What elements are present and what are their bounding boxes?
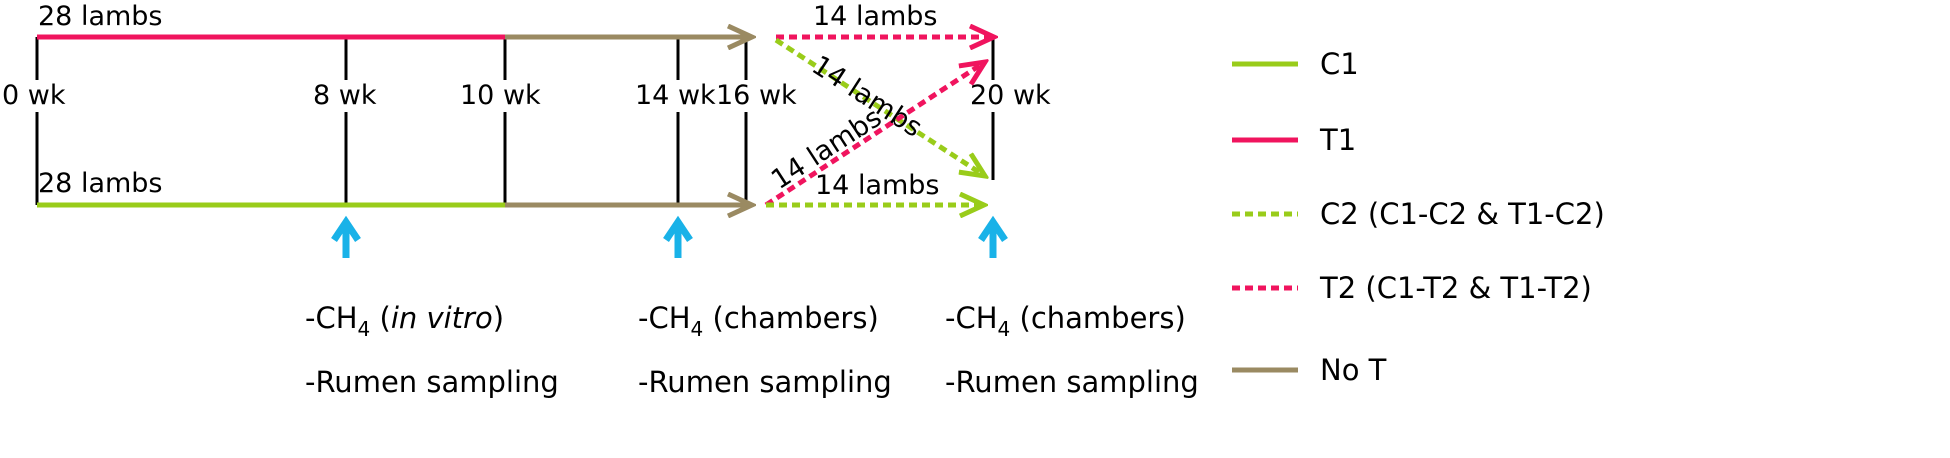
sampling-rumen-14wk: -Rumen sampling [638, 365, 892, 399]
sampling-arrow-20wk [978, 215, 1008, 258]
week-label-10: 10 wk [460, 80, 541, 111]
legend-label-c2: C2 (C1-C2 & T1-C2) [1320, 197, 1605, 231]
week-label-14: 14 wk [635, 80, 716, 111]
arrow-t1-to-c2 [774, 37, 985, 176]
sampling-arrow-8wk [331, 215, 361, 258]
legend-label-c1: C1 [1320, 47, 1359, 81]
top-timeline: 28 lambs [37, 1, 752, 37]
sampling-notes: -CH4 (in vitro) -Rumen sampling -CH4 (ch… [305, 301, 1199, 399]
legend-item-t2: T2 (C1-T2 & T1-T2) [1232, 271, 1592, 305]
sampling-rumen-8wk: -Rumen sampling [305, 365, 559, 399]
week-label-16: 16 wk [716, 80, 797, 111]
sampling-ch4-20wk: -CH4 (chambers) [945, 301, 1186, 341]
bottom-timeline: 28 lambs [37, 168, 752, 205]
label-c1-to-c2: 14 lambs [815, 170, 940, 201]
week-label-20: 20 wk [970, 80, 1051, 111]
crossover-arrows: 14 lambs 14 lambs 14 lambs 14 lambs [764, 1, 994, 208]
label-t1-to-t2: 14 lambs [813, 1, 938, 32]
sampling-ch4-8wk: -CH4 (in vitro) [305, 301, 504, 341]
legend: C1 T1 C2 (C1-C2 & T1-C2) T2 (C1-T2 & T1-… [1232, 47, 1605, 387]
sampling-ch4-14wk: -CH4 (chambers) [638, 301, 879, 341]
sampling-arrow-14wk [663, 215, 693, 258]
week-labels: 0 wk 8 wk 10 wk 14 wk 16 wk 20 wk [2, 80, 1051, 111]
legend-item-t1: T1 [1232, 123, 1356, 157]
legend-item-no-t: No T [1232, 353, 1387, 387]
legend-item-c1: C1 [1232, 47, 1359, 81]
sampling-arrows [331, 215, 1008, 258]
legend-label-t2: T2 (C1-T2 & T1-T2) [1319, 271, 1592, 305]
week-label-8: 8 wk [313, 80, 377, 111]
arrow-c1-to-t2 [764, 62, 985, 208]
legend-label-t1: T1 [1319, 123, 1356, 157]
top-group-label: 28 lambs [38, 1, 163, 32]
legend-label-no-t: No T [1320, 353, 1387, 387]
week-label-0: 0 wk [2, 80, 66, 111]
sampling-rumen-20wk: -Rumen sampling [945, 365, 1199, 399]
bottom-group-label: 28 lambs [38, 168, 163, 199]
legend-item-c2: C2 (C1-C2 & T1-C2) [1232, 197, 1605, 231]
